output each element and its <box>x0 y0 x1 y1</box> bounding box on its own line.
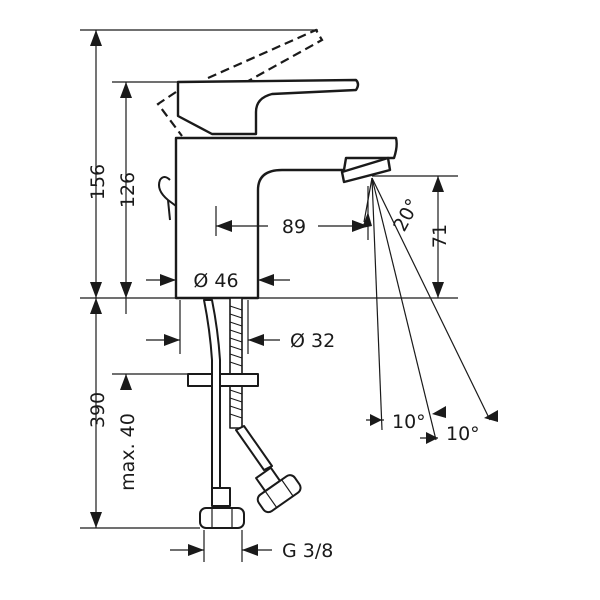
lever-raised-link <box>156 91 183 137</box>
faucet-main-body <box>174 136 398 300</box>
popup-rod-lower <box>167 199 171 221</box>
angle-20-label: 20° <box>389 195 424 235</box>
angle-10-left-label: 10° <box>392 411 426 433</box>
dim-71-label: 71 <box>429 224 451 248</box>
dim-g38-label: G 3/8 <box>282 540 333 562</box>
dim-71: 71 <box>429 176 451 298</box>
hose-right <box>235 425 273 471</box>
popup-rod <box>158 176 177 207</box>
jet-angle-lines <box>363 177 491 441</box>
dim-156-label: 156 <box>87 164 109 200</box>
dim-89: 89 <box>215 186 369 240</box>
faucet-body <box>156 28 398 300</box>
dim-d32-label: Ø 32 <box>290 330 335 352</box>
mounting-plate <box>187 373 259 387</box>
installation-parts <box>187 297 302 529</box>
nut-left <box>199 487 245 529</box>
spout-aerator <box>340 156 392 184</box>
dim-max40-label: max. 40 <box>117 413 139 491</box>
dim-d46-label: Ø 46 <box>193 270 238 292</box>
dim-max40: max. 40 <box>117 282 139 491</box>
hose-left <box>203 299 221 501</box>
dim-390-label: 390 <box>87 392 109 428</box>
lever-raised-outline <box>207 28 324 91</box>
jet-angle-arrows <box>362 212 498 444</box>
dim-126-label: 126 <box>117 172 139 208</box>
dim-390: 390 <box>87 298 109 528</box>
dim-d46: Ø 46 <box>146 270 290 292</box>
dim-156: 156 <box>87 30 109 298</box>
reference-lines <box>80 29 458 529</box>
dim-126: 126 <box>117 82 139 298</box>
dim-89-label: 89 <box>282 216 306 238</box>
nut-right <box>255 466 302 514</box>
dim-d32: Ø 32 <box>146 300 335 354</box>
lever-handle <box>176 78 360 136</box>
thread-lines <box>229 305 243 419</box>
angle-10-right-label: 10° <box>446 423 480 445</box>
dim-g38: G 3/8 <box>170 530 333 562</box>
